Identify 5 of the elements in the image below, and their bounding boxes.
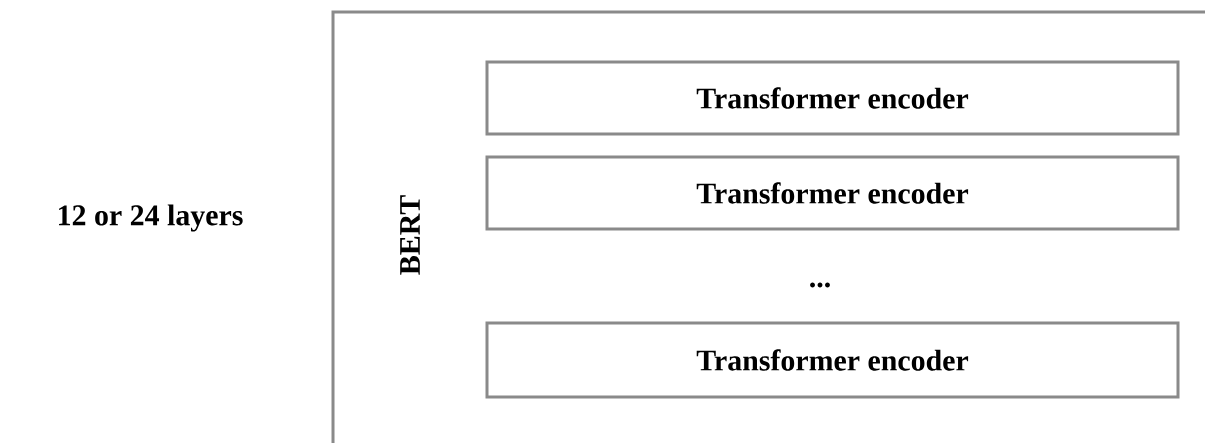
label-text: 12 or 24 layers bbox=[59, 204, 243, 232]
encoder-box: Transformer encoder bbox=[485, 60, 1180, 136]
encoder-box: Transformer encoder bbox=[485, 321, 1180, 399]
encoder-box: Transformer encoder bbox=[485, 155, 1180, 231]
label-text: ... bbox=[810, 282, 830, 288]
